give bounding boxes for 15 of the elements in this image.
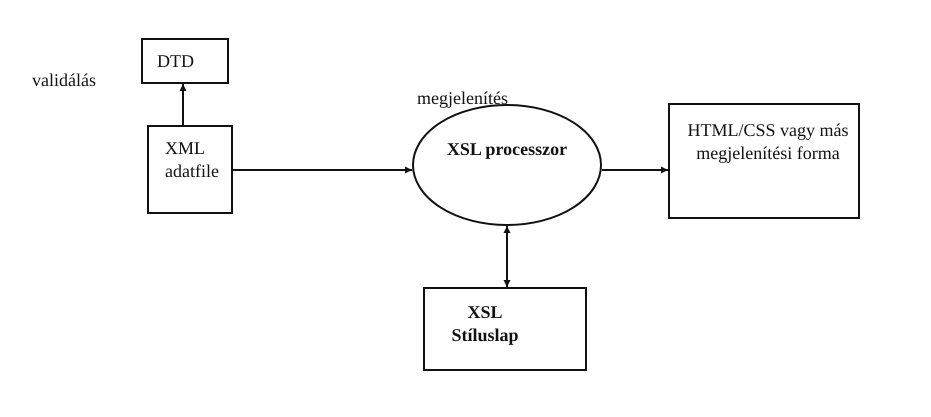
annotation-text: megjelenítés <box>417 88 508 109</box>
process-box <box>668 103 860 219</box>
node-label: HTML/CSS vagy más megjelenítési forma <box>686 119 850 164</box>
arrow <box>504 226 510 287</box>
node-label: XSL processzor <box>446 138 568 160</box>
annotation-text: validálás <box>32 70 96 91</box>
arrow <box>602 166 668 174</box>
process-box <box>423 287 587 371</box>
node-label: XML adatfile <box>165 137 220 182</box>
process-box <box>141 38 229 84</box>
arrow <box>233 166 412 174</box>
process-box <box>147 125 233 214</box>
node-label: XSL Stíluslap <box>450 301 520 346</box>
arrow <box>180 84 186 125</box>
node-label: DTD <box>157 50 195 72</box>
